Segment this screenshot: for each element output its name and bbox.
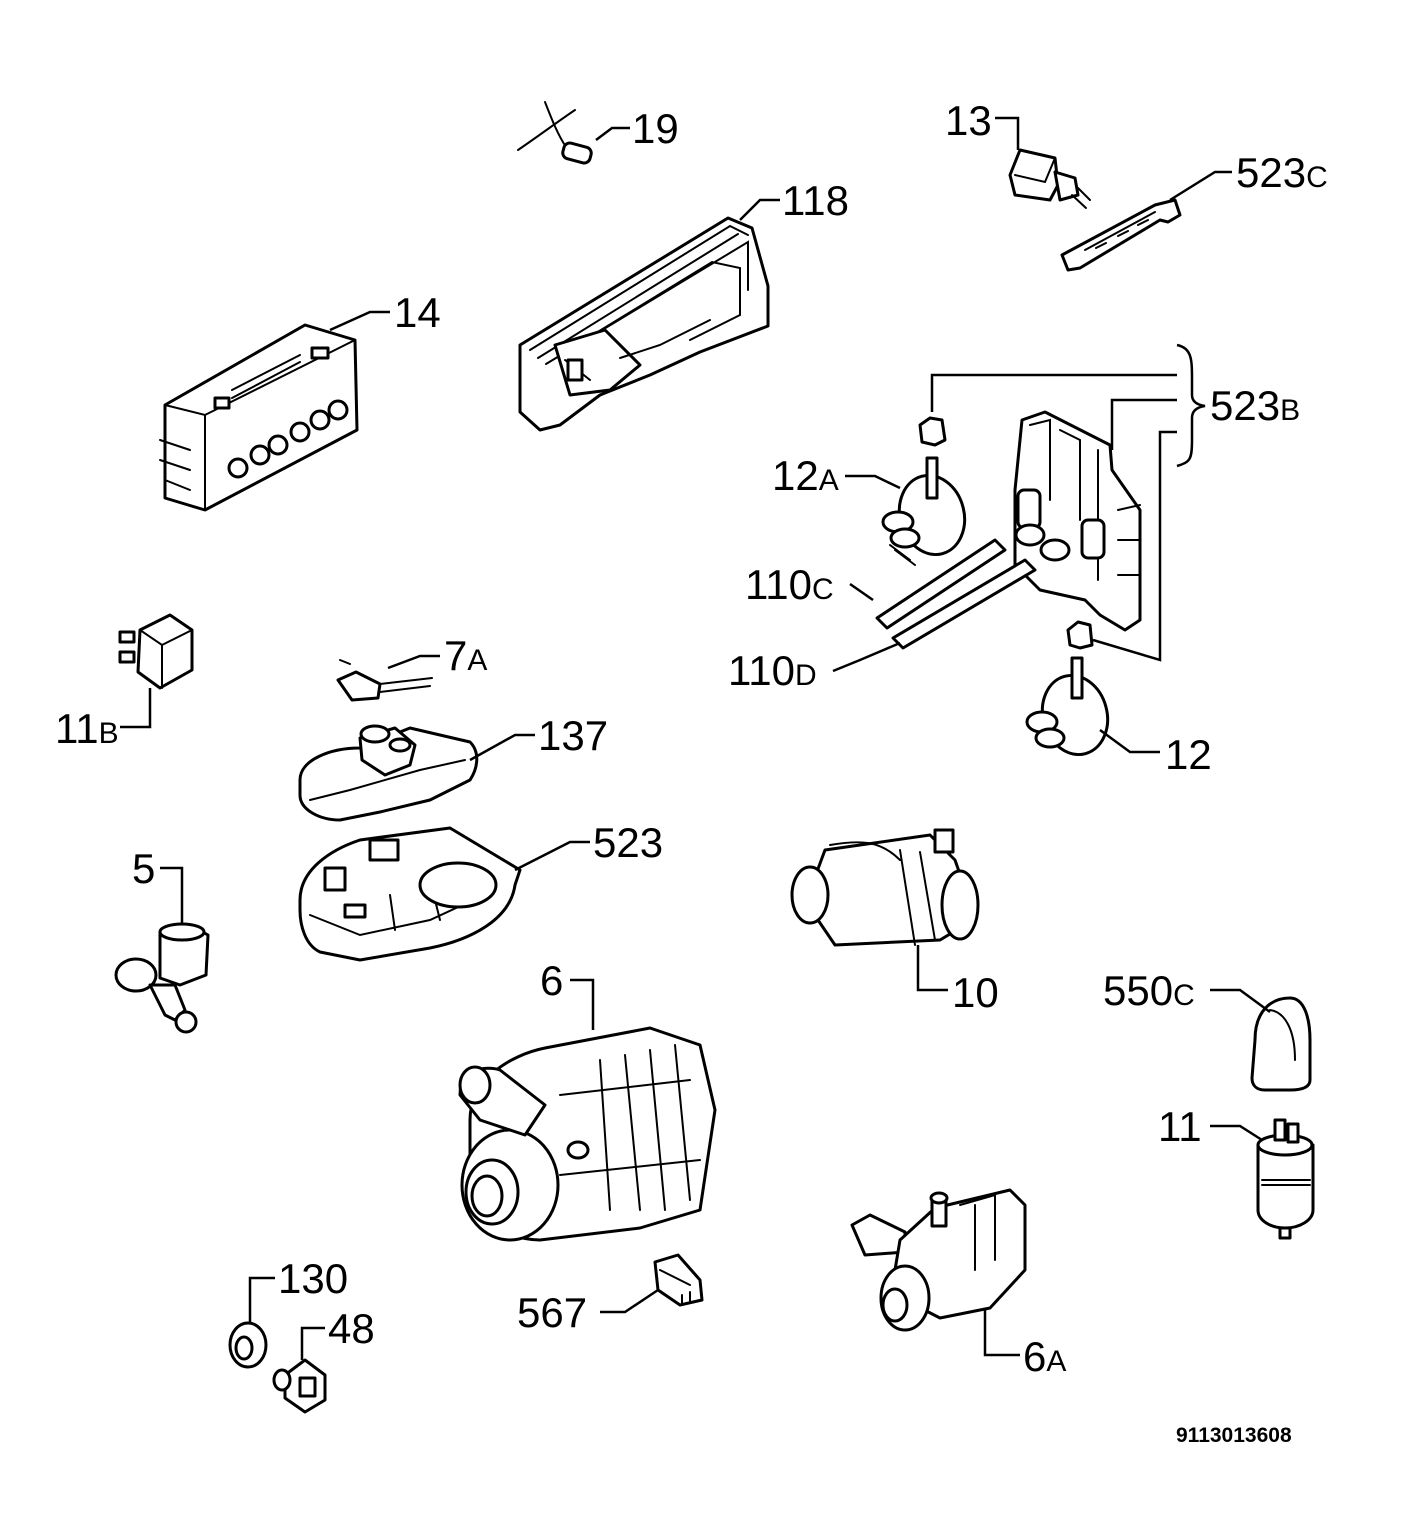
part-6a-drain-pump-drawing — [850, 1188, 1027, 1332]
part-523c-bracket-drawing — [1060, 198, 1182, 272]
leader-523b-2 — [1110, 398, 1177, 450]
label-10: 10 — [952, 969, 999, 1016]
label-11: 11 — [1158, 1103, 1202, 1150]
leader-110d — [832, 641, 901, 673]
part-523b-cap-drawing — [918, 416, 947, 447]
leader-523c — [1169, 170, 1232, 202]
label-118: 118 — [782, 177, 849, 224]
leader-110c — [849, 582, 874, 602]
part-13-switch-drawing — [1008, 148, 1091, 209]
part-523b-bracket-drawing — [1013, 410, 1142, 632]
leader-523b-1 — [930, 373, 1177, 412]
leader-11 — [1210, 1124, 1263, 1142]
leader-118 — [739, 198, 780, 221]
label-7a: 7A — [444, 632, 488, 679]
part-5-valve-drawing — [114, 922, 210, 1034]
part-12-pressure-switch-drawing — [1025, 620, 1110, 757]
part-550c-cap-drawing — [1250, 996, 1312, 1092]
label-110c: 110C — [745, 561, 834, 608]
leader-7a — [387, 654, 440, 670]
part-567-clip-drawing — [653, 1253, 704, 1307]
part-6-pump-drawing — [458, 1026, 717, 1242]
label-19: 19 — [632, 105, 679, 152]
leader-19 — [595, 126, 630, 141]
leader-130 — [248, 1276, 275, 1322]
part-130-washer-drawing — [228, 1321, 268, 1369]
part-48-plug-drawing — [272, 1358, 327, 1414]
part-110c-hose-drawing — [875, 538, 1007, 630]
part-110d-hose-drawing — [891, 558, 1037, 650]
part-19-sensor-drawing — [517, 101, 593, 165]
leader-13 — [995, 116, 1020, 150]
part-7a-clip-drawing — [336, 659, 433, 702]
leader-12 — [1099, 728, 1160, 754]
label-523b: 523B — [1210, 382, 1301, 429]
leader-12a — [845, 474, 901, 490]
leader-6 — [570, 978, 595, 1030]
part-523-base-drawing — [298, 826, 522, 962]
document-number: 9113013608 — [1176, 1424, 1292, 1447]
part-10-heater-drawing — [790, 828, 980, 947]
leader-6a — [983, 1308, 1020, 1357]
part-12a-pressure-switch-drawing — [881, 456, 967, 566]
leader-550c — [1210, 988, 1271, 1014]
label-13: 13 — [945, 97, 992, 144]
label-567: 567 — [517, 1289, 588, 1336]
label-48: 48 — [328, 1305, 375, 1352]
label-14: 14 — [394, 289, 441, 336]
label-137: 137 — [538, 712, 609, 759]
label-11b: 11B — [55, 705, 119, 752]
label-12a: 12A — [772, 452, 839, 499]
leader-48 — [300, 1326, 325, 1360]
part-11b-relay-drawing — [118, 613, 194, 690]
label-523c: 523C — [1236, 149, 1328, 196]
part-137-cover-drawing — [298, 724, 479, 822]
leader-14 — [329, 310, 390, 332]
leader-10 — [916, 945, 948, 992]
leader-137 — [469, 733, 535, 762]
leader-5 — [160, 866, 184, 925]
leader-11b — [120, 688, 152, 729]
leader-523 — [514, 840, 590, 872]
label-6a: 6A — [1023, 1333, 1067, 1380]
part-118-panel-drawing — [518, 216, 770, 432]
part-14-control-module-drawing — [159, 323, 359, 512]
label-5: 5 — [132, 845, 156, 892]
label-6: 6 — [540, 957, 564, 1004]
label-550c: 550C — [1103, 967, 1195, 1014]
leader-567 — [600, 1288, 659, 1314]
brace-523b — [1176, 343, 1206, 468]
label-12: 12 — [1165, 731, 1212, 778]
label-523: 523 — [593, 819, 664, 866]
leader-523b-3 — [1092, 430, 1177, 662]
label-110d: 110D — [728, 647, 817, 694]
part-11-capacitor-drawing — [1256, 1118, 1315, 1240]
label-130: 130 — [278, 1255, 349, 1302]
